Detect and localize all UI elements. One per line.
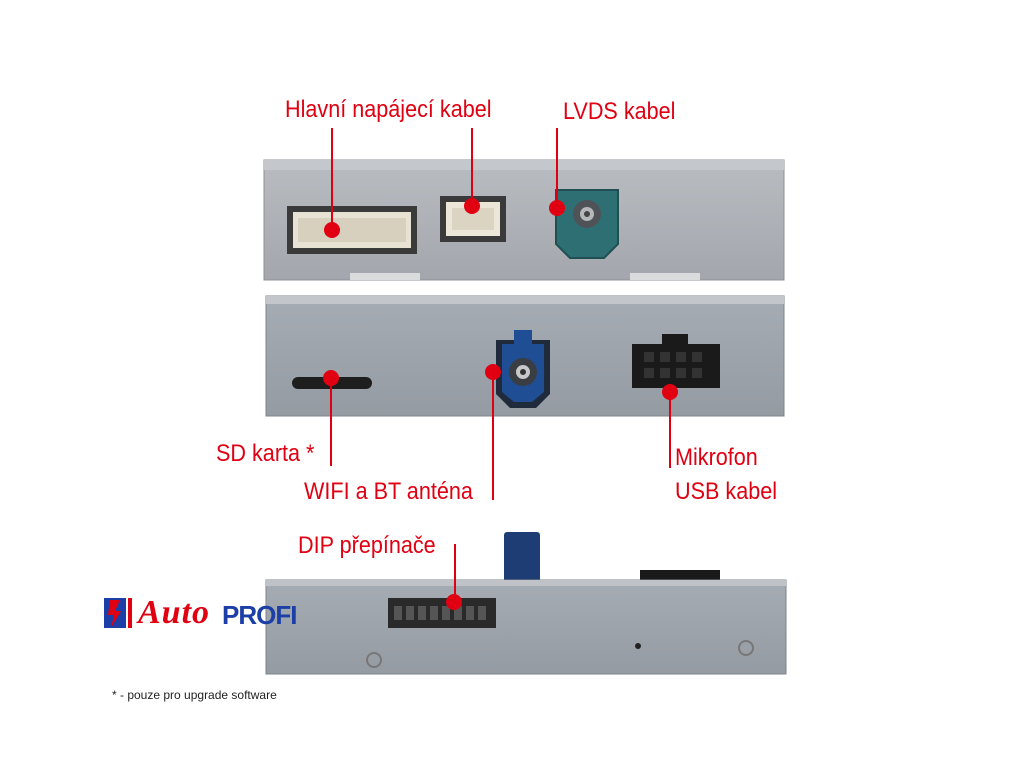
label-wifi-bt: WIFI a BT anténa xyxy=(304,478,473,505)
pointer-dot-aux-power xyxy=(464,198,480,214)
label-dip: DIP přepínače xyxy=(298,532,436,559)
device-side-bottom xyxy=(265,532,787,675)
pointer-line-dip xyxy=(454,544,456,600)
logo-profi-text: PROFI xyxy=(222,600,297,630)
device-front-middle xyxy=(265,295,785,417)
logo-auto-text: Auto xyxy=(138,594,211,631)
dip-switches xyxy=(388,598,496,628)
main-power-connector xyxy=(287,206,417,254)
microphone-usb-connector xyxy=(632,334,720,388)
label-lvds: LVDS kabel xyxy=(563,98,676,125)
pointer-dot-main-power xyxy=(324,222,340,238)
device-front-top xyxy=(263,159,785,281)
autoprofi-logo: Auto PROFI xyxy=(104,594,310,632)
pointer-line-wifi xyxy=(492,372,494,500)
lightning-logo-icon xyxy=(104,598,132,628)
label-usb: USB kabel xyxy=(675,478,778,505)
pointer-dot-lvds xyxy=(549,200,565,216)
footnote: * - pouze pro upgrade software xyxy=(112,688,277,702)
label-sd-card: SD karta * xyxy=(216,440,315,467)
label-microphone: Mikrofon xyxy=(675,444,758,471)
lvds-connector xyxy=(555,189,619,259)
wifi-bt-connector xyxy=(496,330,550,408)
pointer-dot-dip xyxy=(446,594,462,610)
pointer-line-microphone xyxy=(669,392,671,468)
aux-power-connector xyxy=(440,196,506,242)
pointer-line-lvds xyxy=(556,128,558,208)
pointer-line-aux-power xyxy=(471,128,473,206)
label-main-power: Hlavní napájecí kabel xyxy=(285,96,492,123)
pointer-line-main-power xyxy=(331,128,333,230)
pointer-line-sd xyxy=(330,378,332,466)
